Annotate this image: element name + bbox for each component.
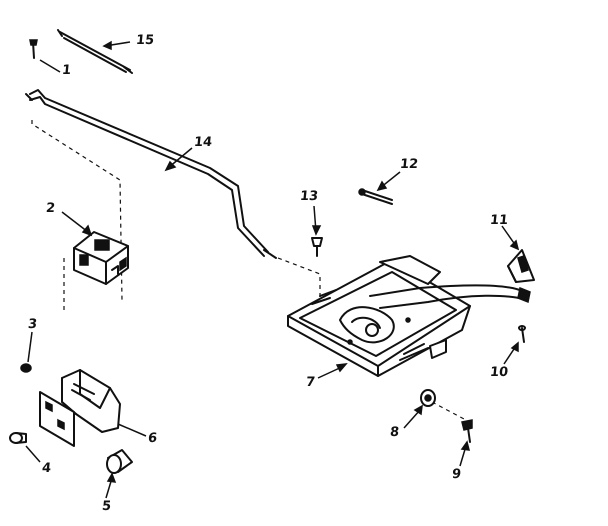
leader-12-arrow (376, 180, 388, 192)
leader-1 (39, 59, 61, 73)
leader-2-arrow (81, 224, 93, 237)
leader-6 (117, 423, 147, 437)
part-1-screw (29, 39, 38, 59)
alignment-line-screw (431, 401, 467, 421)
callout-15: 15 (135, 33, 155, 48)
alignment-line-left (31, 120, 123, 301)
part-8-nut (420, 389, 436, 407)
callout-3: 3 (27, 317, 38, 332)
callout-11: 11 (489, 213, 509, 228)
callout-4: 4 (41, 461, 52, 476)
callout-10: 10 (489, 365, 509, 380)
callout-8: 8 (389, 425, 400, 440)
leader-13-arrow (311, 225, 322, 236)
callout-5: 5 (101, 499, 112, 514)
leader-2 (61, 211, 89, 233)
part-2-switch (73, 231, 129, 285)
part-9-screw (461, 419, 473, 443)
leader-10-arrow (510, 341, 519, 353)
leader-7-arrow (335, 363, 348, 373)
part-7-mechanism-plate (287, 255, 531, 377)
leader-11-arrow (509, 239, 520, 251)
callout-9: 9 (451, 467, 462, 482)
part-11-wedge (507, 249, 535, 283)
leader-5-arrow (106, 472, 117, 483)
part-6-housing (39, 369, 121, 447)
callout-14: 14 (193, 135, 213, 150)
part-15-bracket (57, 29, 133, 74)
callout-6: 6 (147, 431, 158, 446)
leader-4 (25, 445, 41, 463)
leader-14-arrow (164, 160, 177, 172)
leader-9-arrow (460, 440, 470, 451)
part-3-nut (20, 363, 32, 373)
leader-8-arrow (413, 404, 423, 416)
part-12-pin (358, 188, 393, 205)
part-4-knob (9, 432, 27, 444)
callout-7: 7 (305, 375, 316, 390)
part-14-rod (25, 89, 277, 259)
callout-13: 13 (299, 189, 319, 204)
leader-15-arrow (102, 40, 112, 51)
part-10-screw (518, 325, 526, 343)
callout-1: 1 (61, 63, 72, 78)
part-5-plug (106, 449, 133, 474)
leader-3 (27, 331, 33, 363)
part-13-bolt (311, 237, 323, 257)
leader-8 (403, 409, 421, 429)
callout-2: 2 (45, 201, 56, 216)
callout-12: 12 (399, 157, 419, 172)
